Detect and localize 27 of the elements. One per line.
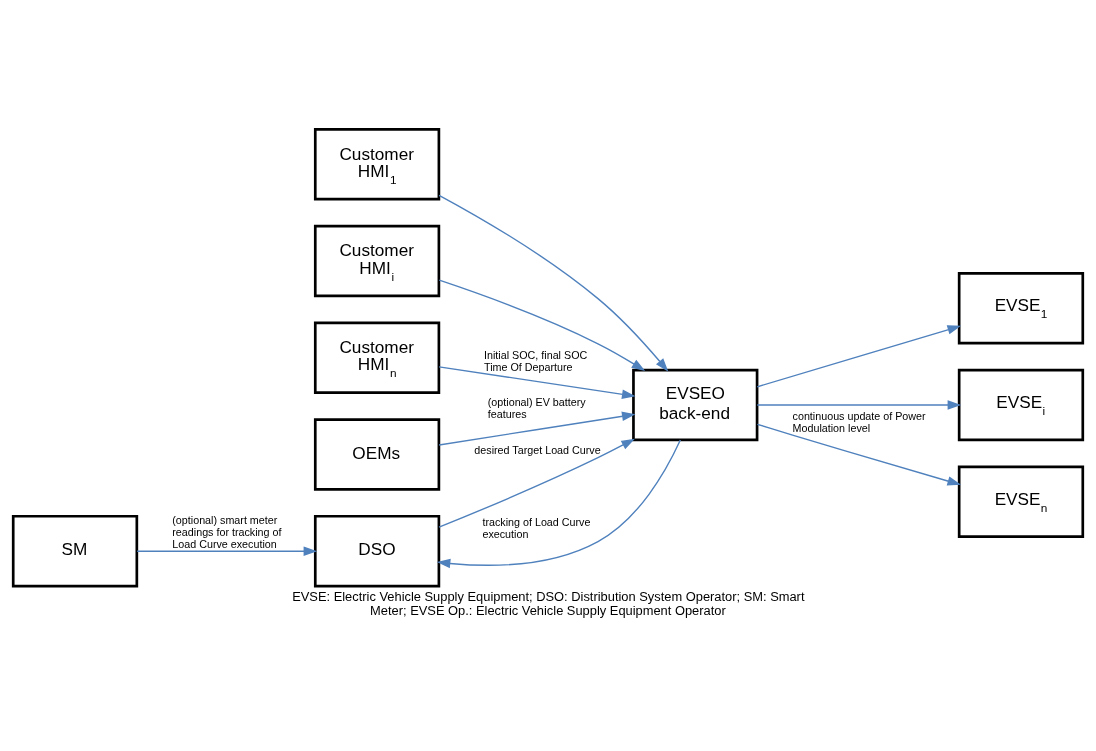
node-box: Customer HMI$_{i}$ [313, 224, 441, 297]
edge-label: tracking of Load Curve execution [482, 515, 591, 540]
arrow [756, 399, 962, 410]
arrow [438, 411, 636, 446]
edge-label: desired Target Load Curve [474, 443, 601, 456]
caption: EVSE: Electric Vehicle Supply Equipment; DSO: Distribution System Operator; SM: Smart Meter; EVSE Op.: Electric Vehicle Supply Equipment Operator [292, 588, 805, 618]
arrow [136, 545, 318, 556]
node-box: Customer HMI$_{n}$ [313, 320, 441, 394]
arrow [438, 438, 635, 528]
node-box: DSO [313, 514, 441, 587]
node-box: EVSE$_{1}$ [957, 271, 1085, 345]
node-box: EVSEO back-end [632, 368, 759, 441]
edge-label: continuous update of Power Modulation level [792, 409, 926, 434]
arrow [756, 423, 962, 486]
node-box: EVSE$_{i}$ [957, 368, 1085, 441]
edge-label: (optional) EV battery features [487, 395, 586, 420]
arrow [756, 324, 962, 387]
node-box: OEMs [313, 417, 441, 491]
arrow [436, 438, 682, 568]
arrow [438, 279, 646, 371]
arrow [438, 194, 669, 372]
node-box: SM [11, 514, 139, 587]
node-box: EVSE$_{n}$ [957, 465, 1085, 538]
edge-label: (optional) smart meter readings for tracking of Load Curve execution [172, 513, 282, 550]
edge-label: Initial SOC, final SOC Time Of Departure [484, 348, 588, 373]
node-box: Customer HMI$_{1}$ [313, 127, 441, 200]
arrow [438, 365, 636, 399]
